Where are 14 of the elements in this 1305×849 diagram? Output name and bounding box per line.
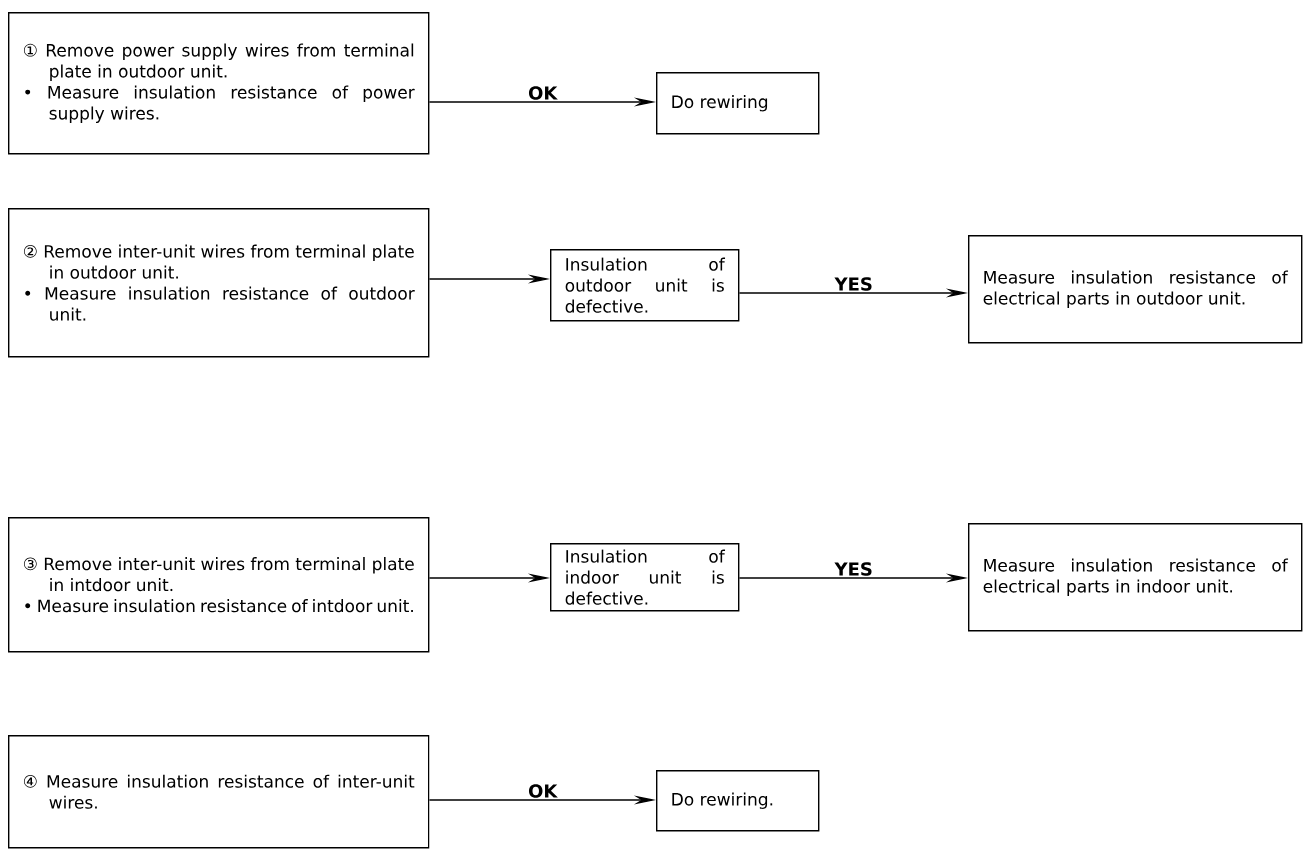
process-box: ② Remove inter-unit wires from terminal plate in outdoor unit. • Measure insulation resistance of outdoor unit. [8, 208, 430, 358]
edge-label: YES [833, 561, 874, 577]
process-box: ① Remove power supply wires from terminal plate in outdoor unit. • Measure insulation resistance of power supply wires. [8, 12, 430, 155]
process-box: Measure insulation resistance of electrical parts in indoor unit. [968, 523, 1303, 632]
process-box: Do rewiring [656, 72, 820, 135]
process-box: Do rewiring. [656, 770, 820, 832]
edge-label: OK [527, 85, 559, 101]
process-box: ③ Remove inter-unit wires from terminal plate in intdoor unit. • Measure insulation resistance of intdoor unit. [8, 517, 430, 653]
process-box: Measure insulation resistance of electrical parts in outdoor unit. [968, 235, 1303, 344]
process-box: ④ Measure insulation resistance of inter-unit wires. [8, 735, 430, 849]
edge-label: YES [833, 276, 874, 292]
process-box: Insulation of indoor unit is defective. [550, 543, 740, 612]
process-box: Insulation of outdoor unit is defective. [550, 249, 740, 322]
edge-label: OK [527, 783, 559, 799]
